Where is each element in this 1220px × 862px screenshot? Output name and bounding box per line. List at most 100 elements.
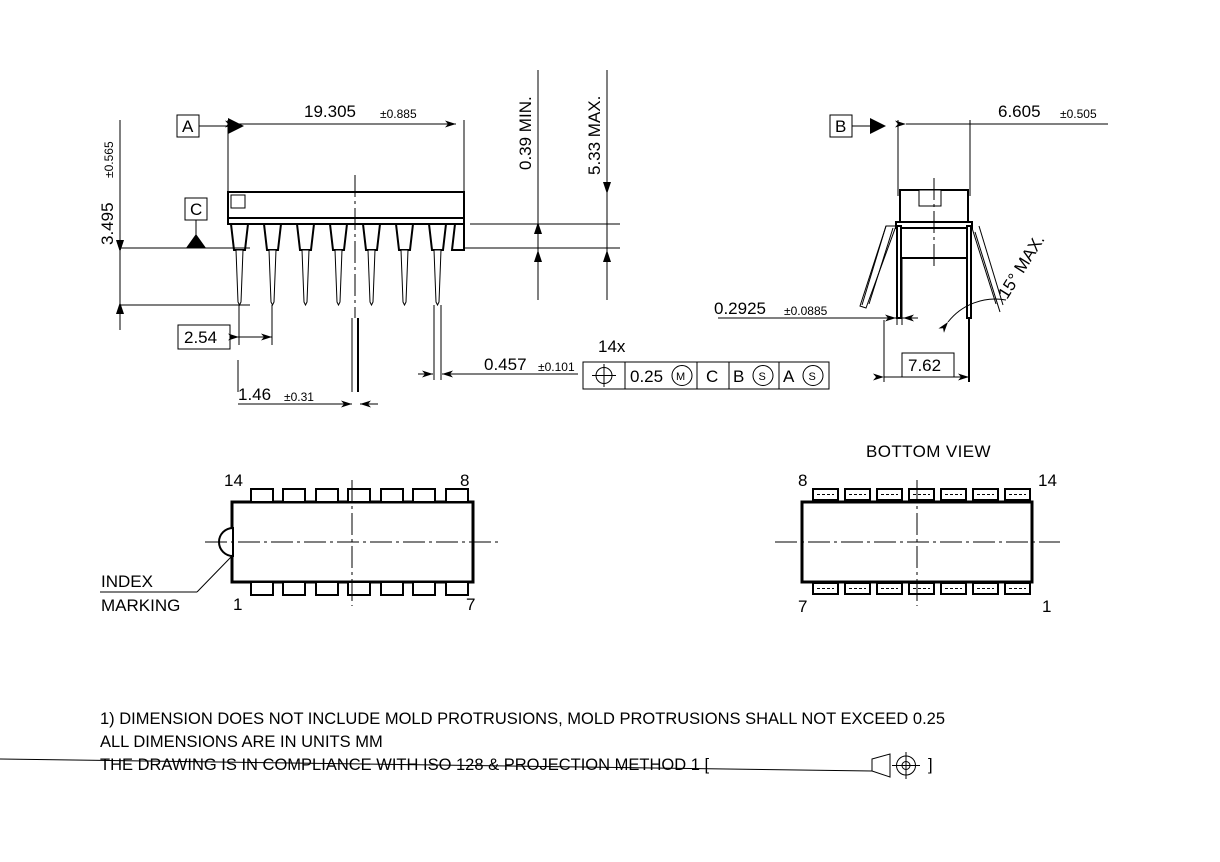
dim-row-spacing: 7.62 xyxy=(873,318,970,382)
lead-front xyxy=(427,223,448,307)
lead-pad xyxy=(347,488,371,503)
mmc-modifier-icon: M xyxy=(671,365,693,386)
dim-value-lead-width: 1.46 xyxy=(238,385,271,404)
top-view-leads-upper xyxy=(250,488,469,503)
lead-front xyxy=(295,223,316,307)
pin-label-top-right-bottom-view: 14 xyxy=(1038,471,1057,490)
lead-pad xyxy=(282,581,306,596)
lead-pad xyxy=(380,488,404,503)
lead-front xyxy=(394,223,415,307)
lead-pad xyxy=(812,582,839,595)
lead-front xyxy=(328,223,349,307)
dim-value-lead-thickness-front: 0.457 xyxy=(484,355,527,374)
rfs-letter-b: S xyxy=(759,371,766,383)
lead-pad xyxy=(940,582,967,595)
pin-label-bottom-right-bottom-view: 1 xyxy=(1042,597,1051,616)
index-marking-line1: INDEX xyxy=(101,572,153,591)
dim-pitch: 2.54 xyxy=(177,305,273,350)
lead-pad xyxy=(908,582,935,595)
datum-b-letter: B xyxy=(835,117,846,136)
note-line-1: 1) DIMENSION DOES NOT INCLUDE MOLD PROTR… xyxy=(100,710,945,728)
datum-a-callout: A xyxy=(176,114,244,138)
lead-pad xyxy=(972,582,999,595)
lead-pad xyxy=(940,488,967,501)
lead-pad xyxy=(876,582,903,595)
dim-body-length: 19.305 ±0.885 xyxy=(225,102,465,200)
pin-label-top-right: 8 xyxy=(460,471,469,490)
dim-lead-thickness-side: 0.2925 ±0.0885 xyxy=(714,258,918,325)
pin-label-top-left-bottom-view: 8 xyxy=(798,471,807,490)
rfs-modifier-icon-a: S xyxy=(802,365,824,386)
pin-label-top-left: 14 xyxy=(224,471,243,490)
lead-left-side xyxy=(859,225,902,319)
mmc-letter: M xyxy=(676,371,685,383)
lead-pad xyxy=(1004,488,1031,501)
bottom-view-title: BOTTOM VIEW xyxy=(866,442,991,461)
lead-pad xyxy=(844,488,871,501)
datum-c-triangle xyxy=(186,234,206,248)
fcf-datum-a: A xyxy=(783,367,795,386)
index-marking-callout: INDEX MARKING xyxy=(100,555,233,615)
lead-pad xyxy=(908,488,935,501)
dim-value-row-spacing: 7.62 xyxy=(908,356,941,375)
fcf-datum-b: B xyxy=(733,367,744,386)
first-angle-projection-symbol-icon xyxy=(0,752,920,779)
dim-tol-body-width: ±0.505 xyxy=(1060,107,1097,121)
note-line-2: ALL DIMENSIONS ARE IN UNITS MM xyxy=(100,733,383,751)
lead-pad xyxy=(445,488,469,503)
dim-standoff: 0.39 MIN. xyxy=(464,70,620,300)
dim-value-overall-height: 5.33 MAX. xyxy=(585,96,604,175)
position-symbol-icon xyxy=(592,364,616,387)
rfs-letter-a: S xyxy=(809,371,816,383)
pin-label-bottom-left-bottom-view: 7 xyxy=(798,597,807,616)
lead-pad xyxy=(380,581,404,596)
dim-overall-height: 5.33 MAX. xyxy=(585,70,611,300)
datum-a-letter: A xyxy=(182,117,194,136)
lead-pad xyxy=(844,582,871,595)
dim-value-pitch: 2.54 xyxy=(184,328,217,347)
dim-value-seating-height: 3.495 xyxy=(98,202,117,245)
lead-pad xyxy=(812,488,839,501)
dim-tol-lead-width: ±0.31 xyxy=(284,390,314,404)
index-marking-line2: MARKING xyxy=(101,596,180,615)
bottom-view-leads-lower xyxy=(812,582,1031,595)
lead-pad xyxy=(347,581,371,596)
dim-lead-thickness-front: 0.457 ±0.101 xyxy=(418,305,578,380)
datum-b-triangle xyxy=(870,118,886,134)
datum-a-triangle xyxy=(228,118,244,134)
lead-front xyxy=(262,223,283,307)
lead-front xyxy=(361,223,382,307)
pin-label-bottom-right: 7 xyxy=(466,595,475,614)
lead-pad xyxy=(876,488,903,501)
lead-front xyxy=(229,223,250,307)
fcf-quantity: 14x xyxy=(598,337,626,356)
lead-pad xyxy=(315,581,339,596)
datum-b-callout: B xyxy=(829,114,886,138)
lead-pad xyxy=(250,488,274,503)
notes-block: 1) DIMENSION DOES NOT INCLUDE MOLD PROTR… xyxy=(0,710,945,779)
package-body-front xyxy=(227,191,465,225)
dim-tol-body-length: ±0.885 xyxy=(380,107,417,121)
lead-pad xyxy=(412,581,436,596)
pin-label-bottom-left: 1 xyxy=(233,595,242,614)
bottom-view: BOTTOM VIEW xyxy=(775,442,1060,616)
dim-tol-seating-height: ±0.565 xyxy=(102,141,116,178)
front-view: 19.305 ±0.885 A C 3.495 ±0.565 xyxy=(98,70,620,408)
lead-pad xyxy=(282,488,306,503)
datum-c-letter: C xyxy=(190,200,202,219)
lead-pad xyxy=(445,581,469,596)
dim-tol-lead-thickness-side: ±0.0885 xyxy=(784,304,828,318)
lead-pad xyxy=(972,488,999,501)
lead-pad xyxy=(315,488,339,503)
dim-value-standoff: 0.39 MIN. xyxy=(516,96,535,170)
note-line-3-close: ] xyxy=(928,756,933,774)
dim-value-body-width: 6.605 xyxy=(998,102,1041,121)
lead-pad xyxy=(1004,582,1031,595)
dim-seating-height: 3.495 ±0.565 xyxy=(98,120,250,330)
dim-body-width: 6.605 ±0.505 xyxy=(895,102,1108,196)
dim-tol-lead-thickness-front: ±0.101 xyxy=(538,360,575,374)
lead-pad xyxy=(412,488,436,503)
